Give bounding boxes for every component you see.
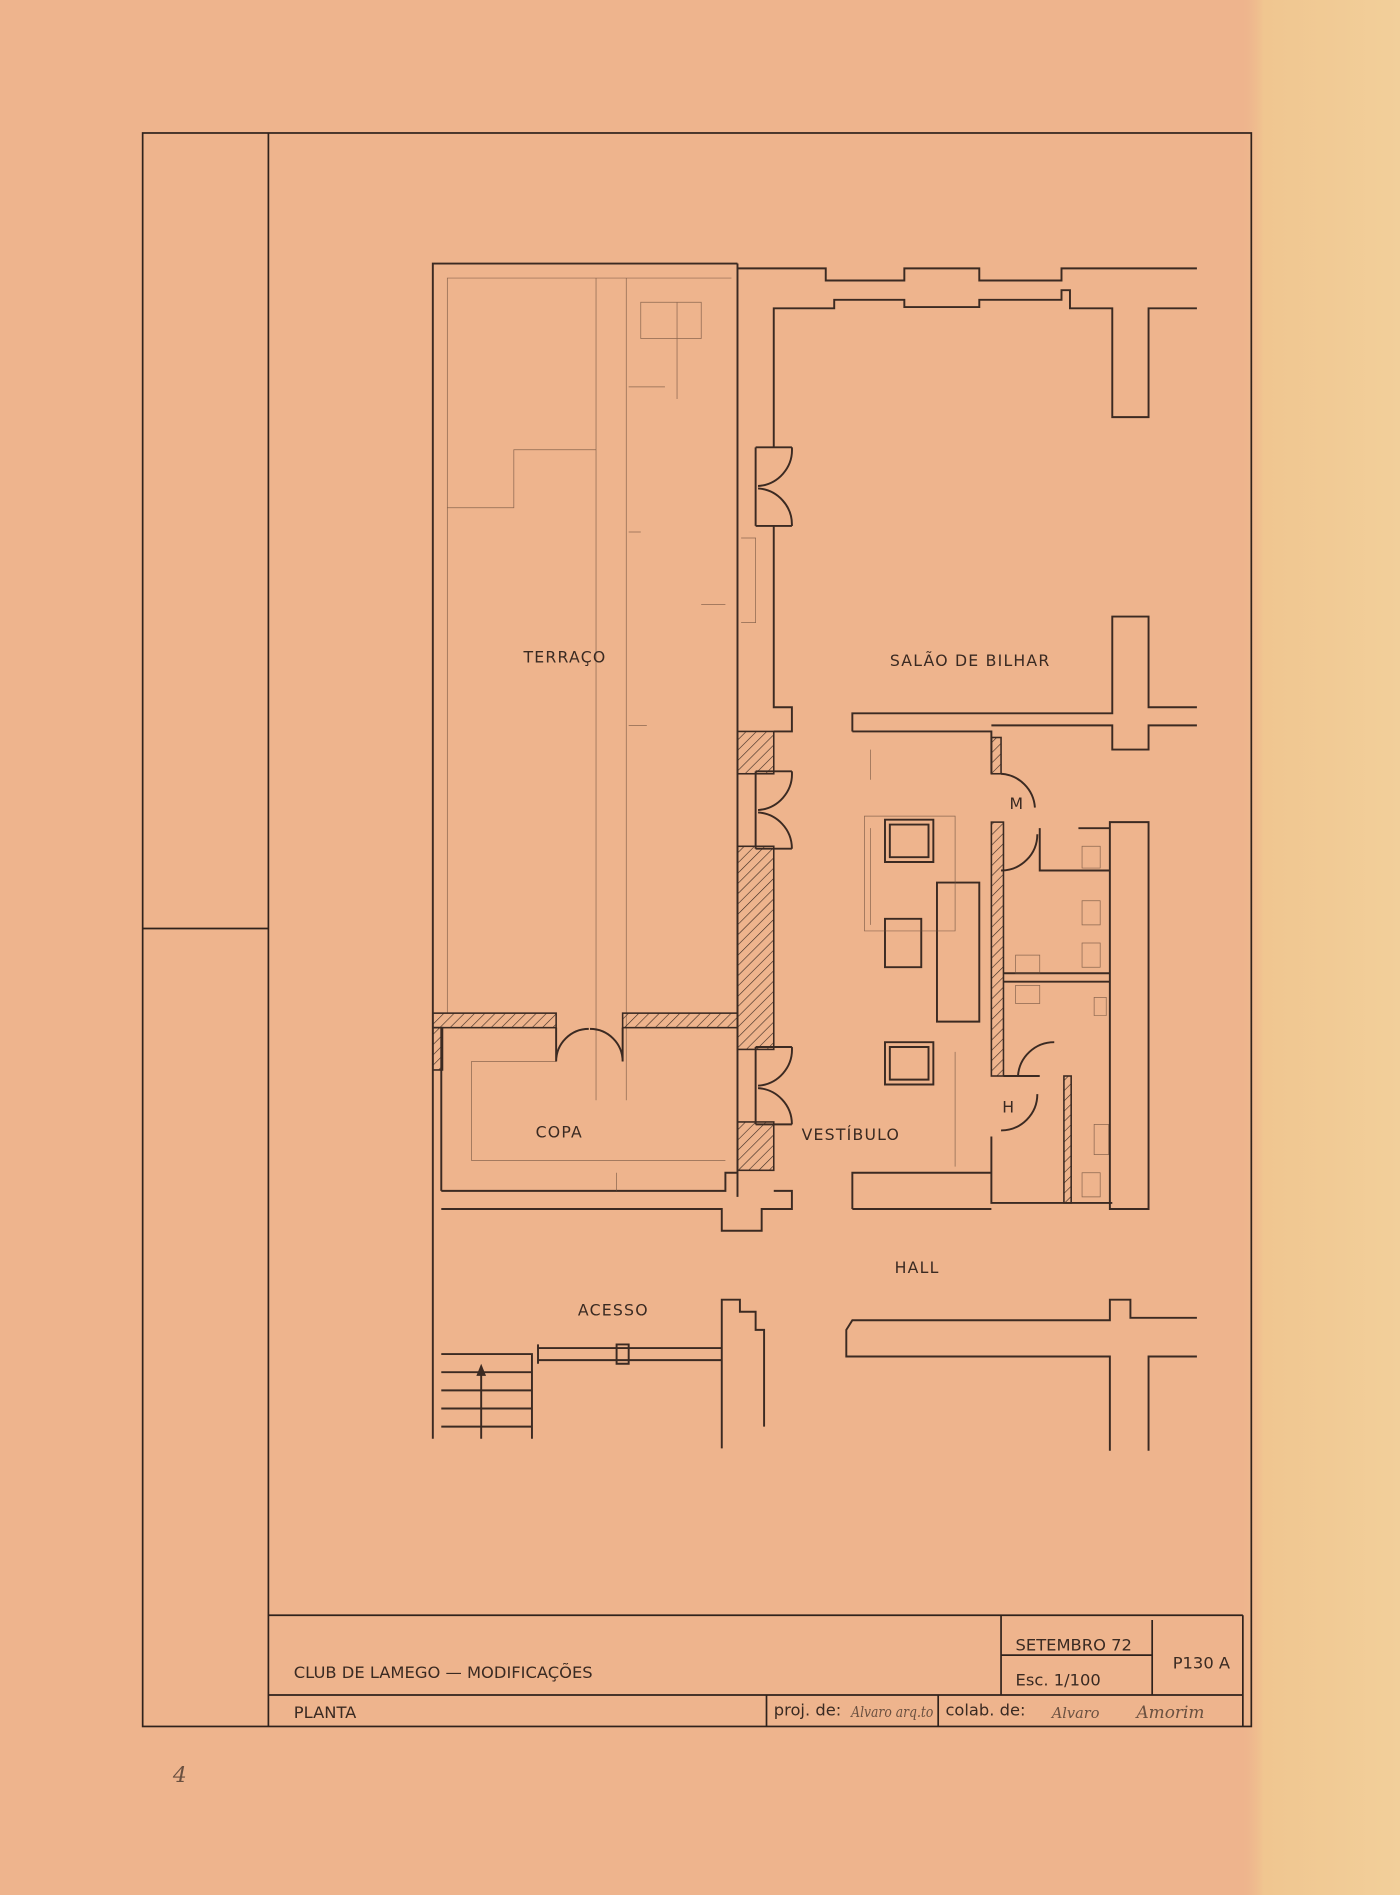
proj-signature: Alvaro arq.to — [849, 1705, 933, 1721]
proj-label: proj. de: — [774, 1701, 841, 1720]
room-label-copa: COPA — [536, 1123, 583, 1142]
room-label-vestibulo: VESTÍBULO — [802, 1125, 901, 1144]
floor-plan — [431, 262, 1197, 1451]
colab-label: colab. de: — [945, 1701, 1025, 1720]
drawing-number: P130 A — [1173, 1653, 1231, 1672]
room-label-salao-de-bilhar: SALÃO DE BILHAR — [890, 651, 1051, 670]
colab-signature-1: Alvaro — [1050, 1706, 1100, 1722]
drawing-scale: Esc. 1/100 — [1016, 1670, 1101, 1689]
room-label-acesso: ACESSO — [578, 1300, 649, 1319]
drawing-date: SETEMBRO 72 — [1016, 1635, 1132, 1654]
room-label-terraco: TERRAÇO — [522, 648, 606, 667]
aged-paper-edge — [1240, 0, 1400, 1895]
project-title: CLUB DE LAMEGO — MODIFICAÇÕES — [294, 1663, 593, 1682]
colab-signature-2: Amorim — [1134, 1702, 1204, 1722]
sheet-type: PLANTA — [294, 1703, 357, 1722]
wc-label-h: H — [1002, 1097, 1015, 1116]
pencil-sheet-number: 4 — [172, 1763, 187, 1788]
wc-label-m: M — [1010, 794, 1025, 813]
sheet-frame — [141, 132, 1253, 1728]
room-label-hall: HALL — [895, 1258, 940, 1277]
